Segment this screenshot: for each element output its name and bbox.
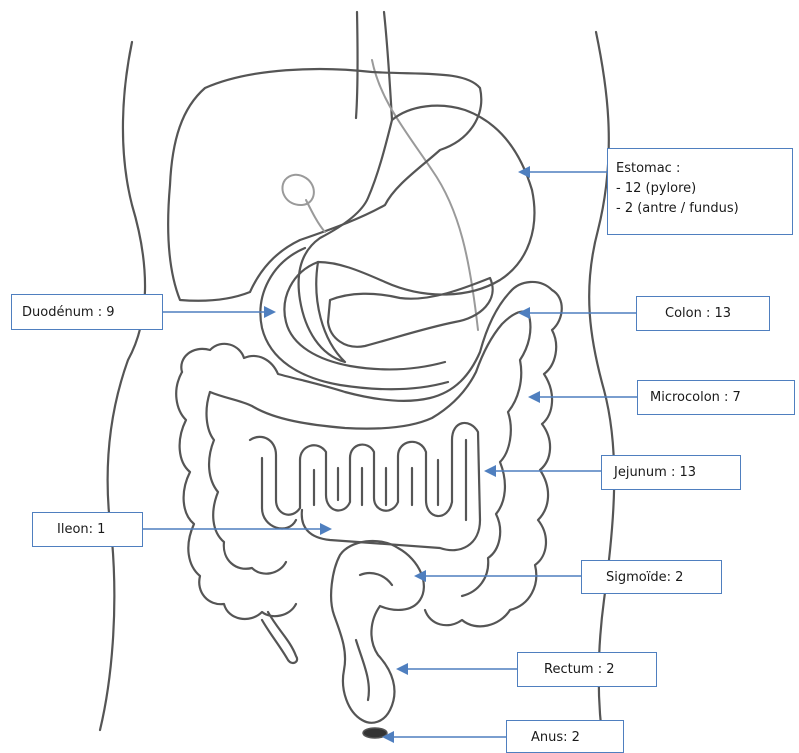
label-colon: Colon : 13 xyxy=(636,296,770,331)
label-estomac: Estomac : - 12 (pylore) - 2 (antre / fun… xyxy=(607,148,793,235)
liver xyxy=(168,69,481,301)
label-microcolon: Microcolon : 7 xyxy=(637,380,795,415)
arrowhead-ileon xyxy=(320,523,332,535)
arrowhead-colon xyxy=(518,307,530,319)
rectum-inner xyxy=(356,573,392,700)
gallbladder xyxy=(282,175,325,232)
colon-inner xyxy=(210,312,530,597)
appendix xyxy=(262,612,297,663)
label-estomac-line2: - 2 (antre / fundus) xyxy=(616,199,792,219)
stomach xyxy=(299,106,535,362)
label-estomac-line1: - 12 (pylore) xyxy=(616,179,792,199)
arrowhead-rectum xyxy=(396,663,408,675)
arrowhead-duodenum xyxy=(264,306,276,318)
body-outline-right xyxy=(589,32,614,750)
small-intestine xyxy=(250,423,480,550)
label-ileon: Ileon: 1 xyxy=(32,512,143,547)
ascending-colon xyxy=(176,372,296,619)
label-anus: Anus: 2 xyxy=(506,720,624,753)
arrowhead-jejunum xyxy=(484,465,496,477)
label-rectum: Rectum : 2 xyxy=(517,652,657,687)
label-sigmoide: Sigmoïde: 2 xyxy=(581,560,722,594)
body-outline-left xyxy=(100,42,145,730)
label-jejunum: Jejunum : 13 xyxy=(601,455,741,490)
sigmoid-rectum xyxy=(331,541,424,723)
label-estomac-title: Estomac : xyxy=(616,159,792,179)
label-duodenum: Duodénum : 9 xyxy=(11,294,163,330)
arrowhead-microcolon xyxy=(528,391,540,403)
pancreas xyxy=(328,278,493,347)
